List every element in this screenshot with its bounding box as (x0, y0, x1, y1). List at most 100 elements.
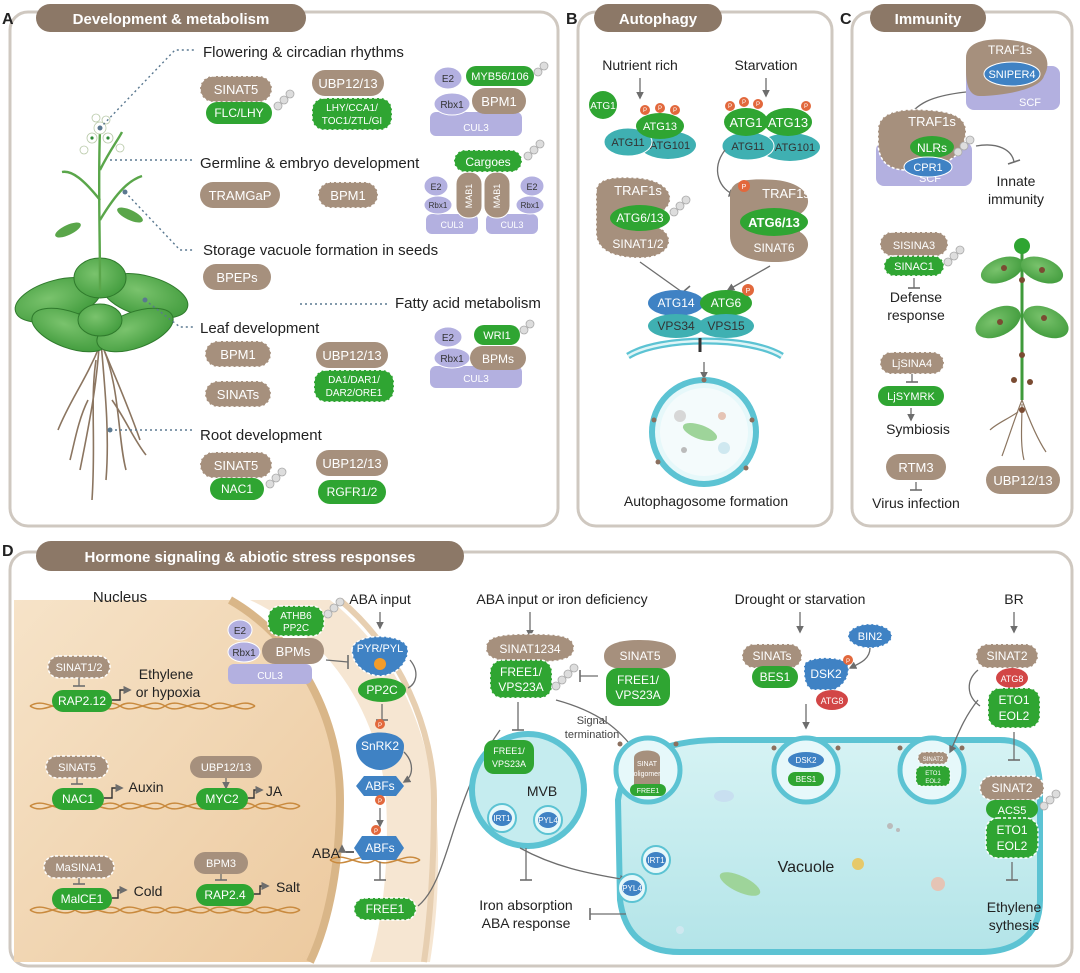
d-eto1-br: ETO1 (998, 693, 1029, 707)
d-ubp: UBP12/13 (201, 762, 251, 774)
virus-infection: Virus infection (872, 495, 960, 511)
storage-bpeps: BPEPs (216, 270, 258, 285)
panel-a-title: Development & metabolism (73, 11, 270, 28)
d-aba-iron: ABA input or iron deficiency (476, 591, 647, 607)
d-salt: Salt (276, 879, 300, 895)
innate-line1: Innate (997, 173, 1036, 189)
d-cold: Cold (134, 883, 163, 899)
d-mvb-free1a: FREE1/ (493, 746, 525, 756)
c-ubp: UBP12/13 (993, 473, 1052, 488)
p-4: P (728, 104, 732, 110)
immunity-diagram: SCF TRAF1s SNIPER4 SCF TRAF1s NLRs CPR1 … (872, 39, 1069, 511)
leaf-bpm1: BPM1 (220, 347, 255, 362)
d-e2: E2 (234, 626, 247, 637)
d-sinat-olig2: oligomer (634, 771, 662, 778)
middle-traf1s: TRAF1s (908, 114, 956, 129)
root-complexes: SINAT5 NAC1 UBP12/13 RGFR1/2 (199, 450, 388, 504)
starv-atg13: ATG13 (768, 115, 808, 130)
defense-line1: Defense (890, 289, 942, 305)
d-eol2-b: EOL2 (997, 839, 1028, 853)
germline-complexes: TRAMGaP BPM1 CUL3 CUL3 E2 E2 Rbx1 Rbx1 M… (200, 139, 545, 234)
panel-a: Development & metabolism A (2, 4, 560, 528)
flowering-cul3: CUL3 (463, 123, 489, 134)
right-traf1s: TRAF1s (762, 186, 810, 201)
leaf-da2: DAR2/ORE1 (326, 388, 383, 399)
nutrient-atg1: ATG1 (590, 101, 616, 112)
arabidopsis-plant-illustration (14, 49, 390, 501)
top-traf1s: TRAF1s (988, 43, 1032, 57)
d-rbx1: Rbx1 (232, 648, 256, 659)
sniper4: SNIPER4 (988, 69, 1035, 81)
panel-d-title: Hormone signaling & abiotic stress respo… (85, 549, 416, 566)
starvation-label: Starvation (734, 57, 797, 73)
panel-b-title: Autophagy (619, 11, 698, 28)
d-iron2: ABA response (482, 915, 571, 931)
d-sinat2-vac: SINAT2 (923, 757, 944, 763)
p-1: P (643, 108, 647, 114)
d-sinat2: SINAT2 (986, 649, 1027, 663)
d-bes1: BES1 (760, 670, 791, 684)
d-aba-input: ABA input (349, 591, 411, 607)
d-pp2c: PP2C (366, 683, 398, 697)
d-abfs-upper: ABFs (365, 779, 394, 793)
root-ubp: UBP12/13 (322, 456, 381, 471)
d-masina1: MaSINA1 (55, 862, 102, 874)
leaf-sinats: SINATs (217, 387, 260, 402)
d-athb6-pp2c: PP2C (283, 623, 309, 634)
nucleus-label: Nucleus (93, 589, 147, 606)
germline-rbx1-right: Rbx1 (521, 201, 540, 210)
d-br: BR (1004, 591, 1023, 607)
d-mvb: MVB (527, 783, 557, 799)
leaf-complexes: BPM1 UBP12/13 SINATs DA1/DAR1/ DAR2/ORE1… (204, 319, 535, 408)
starv-atg1: ATG1 (730, 115, 763, 130)
leaf-bpms: BPMs (482, 352, 514, 366)
flowering-flc: FLC/LHY (214, 106, 263, 120)
storage-complexes: BPEPs (203, 264, 271, 290)
d-sinat5: SINAT5 (58, 762, 96, 774)
d-rap212: RAP2.12 (58, 694, 106, 708)
flowering-complexes: SINAT5 FLC/LHY UBP12/13 LHY/CCA1/ TOC1/Z… (199, 61, 549, 136)
p-d4: P (846, 659, 850, 665)
flowering-lhy1: LHY/CCA1/ (326, 103, 378, 114)
d-pyr: PYR/PYL (357, 643, 403, 655)
d-free1-b2: VPS23A (615, 688, 660, 702)
d-free1: FREE1 (366, 902, 405, 916)
germline-mab1-left: MAB1 (464, 184, 474, 209)
d-aba: ABA (312, 845, 341, 861)
rtm3: RTM3 (898, 460, 933, 475)
flowering-rbx1: Rbx1 (440, 100, 464, 111)
right-sinat6: SINAT6 (753, 241, 794, 255)
d-signal2: termination (565, 729, 619, 741)
p-8: P (742, 184, 747, 191)
d-cul3: CUL3 (257, 671, 283, 682)
flowering-lhy2: TOC1/ZTL/GI (322, 116, 382, 127)
d-iron1: Iron absorption (479, 897, 572, 913)
d-free1-b1: VPS23A (498, 680, 543, 694)
d-atg8-drought: ATG8 (821, 696, 844, 706)
d-auxin: Auxin (128, 779, 163, 795)
nutrient-rich-label: Nutrient rich (602, 57, 677, 73)
germline-bpm1: BPM1 (330, 188, 365, 203)
starv-atg101: ATG101 (775, 142, 815, 154)
panel-b-letter: B (566, 11, 578, 28)
sisina3: SISINA3 (893, 240, 935, 252)
d-eth-syn2: sythesis (989, 917, 1040, 933)
defense-line2: response (887, 307, 945, 323)
left-atg613: ATG6/13 (616, 211, 663, 225)
d-pyl4-vac: PYL4 (622, 884, 642, 893)
flowering-bpm1: BPM1 (481, 94, 516, 109)
d-sinat-olig1: SINAT (637, 761, 658, 768)
d-free1-a2: FREE1/ (617, 673, 660, 687)
d-ethylene2: or hypoxia (136, 684, 201, 700)
p-9: P (746, 288, 751, 295)
label-flowering: Flowering & circadian rhythms (203, 44, 404, 61)
sinac1: SINAC1 (894, 261, 934, 273)
d-eto1-b: ETO1 (996, 823, 1027, 837)
p-7: P (804, 104, 808, 110)
d-mvb-free1b: VPS23A (492, 759, 526, 769)
leaf-e2: E2 (442, 333, 455, 344)
leaf-rbx1: Rbx1 (440, 354, 464, 365)
d-ethylene1: Ethylene (139, 666, 194, 682)
d-signal1: Signal (577, 715, 608, 727)
autophagosome-caption: Autophagosome formation (624, 493, 788, 509)
